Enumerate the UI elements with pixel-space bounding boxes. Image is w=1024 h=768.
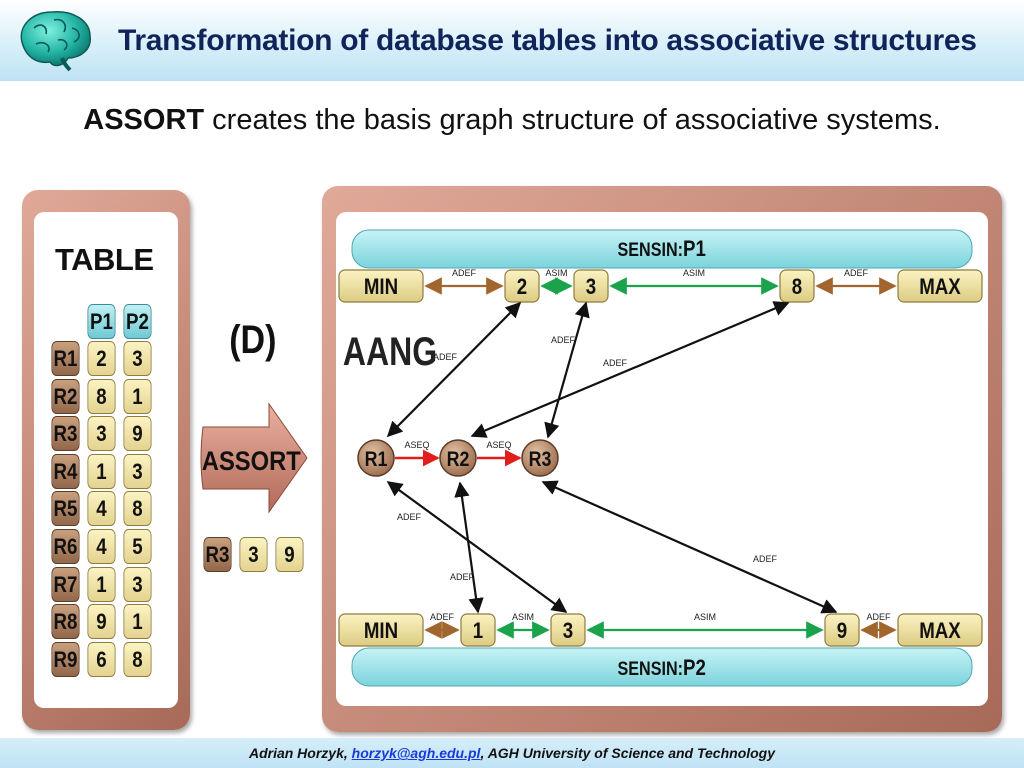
table-cell: 2 bbox=[87, 341, 116, 376]
max-node bbox=[897, 613, 983, 647]
sensin-p1-bar bbox=[351, 229, 973, 269]
footer-credit: Adrian Horzyk, horzyk@agh.edu.pl, AGH Un… bbox=[0, 745, 1024, 761]
link-label: ADEF bbox=[397, 512, 422, 522]
footer-affiliation: , AGH University of Science and Technolo… bbox=[480, 745, 776, 761]
table-cell: 8 bbox=[123, 491, 152, 527]
page-title: Transformation of database tables into a… bbox=[118, 24, 977, 57]
assort-arrow bbox=[200, 402, 308, 514]
value-node bbox=[460, 613, 496, 647]
assort-area: (D) ASSORT bbox=[200, 316, 308, 514]
row-id-cell: R9 bbox=[51, 641, 80, 677]
sensin-p1-title: SENSIN:P1 bbox=[618, 238, 706, 262]
link-label: ADEF bbox=[866, 612, 891, 622]
row-id-cell: R7 bbox=[51, 566, 80, 602]
brain-icon bbox=[20, 11, 91, 72]
value-node bbox=[550, 613, 586, 647]
link-adef-cross bbox=[454, 481, 484, 614]
link-label: ASEQ bbox=[404, 440, 429, 450]
table-cell: 3 bbox=[123, 566, 152, 602]
link-label: ADEF bbox=[551, 335, 576, 345]
row-id-cell: R5 bbox=[51, 491, 80, 527]
link-label: ASIM bbox=[512, 612, 534, 622]
record-value-cell: 9 bbox=[275, 537, 304, 572]
node-label: MAX bbox=[919, 276, 961, 300]
row-id-cell: R4 bbox=[51, 453, 80, 489]
table-cell: 9 bbox=[123, 416, 152, 452]
footer-author: Adrian Horzyk, bbox=[248, 745, 352, 761]
node-label: 1 bbox=[473, 620, 483, 644]
table-label: TABLE bbox=[55, 242, 154, 277]
assort-label: ASSORT bbox=[202, 447, 301, 477]
record-node-label: R2 bbox=[447, 448, 470, 472]
value-node bbox=[779, 269, 815, 303]
link-label: ASEQ bbox=[486, 440, 511, 450]
min-node bbox=[338, 613, 424, 647]
table-cell: 1 bbox=[87, 566, 116, 602]
subtitle: ASSORT creates the basis graph structure… bbox=[0, 104, 1024, 137]
header-bar bbox=[0, 0, 1024, 81]
value-node bbox=[824, 613, 860, 647]
record-node-label: R1 bbox=[365, 448, 388, 472]
table-cell: 9 bbox=[87, 604, 116, 640]
row-id-cell: R8 bbox=[51, 604, 80, 640]
table-cell: 1 bbox=[123, 378, 152, 414]
table-cell: 4 bbox=[87, 491, 116, 527]
node-label: 8 bbox=[792, 276, 802, 300]
record-value-cell: 3 bbox=[239, 537, 268, 572]
min-node bbox=[338, 269, 424, 303]
step-label: (D) bbox=[229, 316, 276, 361]
record-node bbox=[521, 439, 559, 477]
row-id-cell: R6 bbox=[51, 529, 80, 564]
link-label: ADEF bbox=[603, 358, 628, 368]
row-id-cell: R1 bbox=[51, 341, 80, 376]
node-label: MAX bbox=[919, 620, 961, 644]
link-label: ADEF bbox=[452, 268, 477, 278]
link-label: ADEF bbox=[450, 572, 475, 582]
link-adef-cross bbox=[386, 481, 568, 613]
table-cell: 3 bbox=[123, 341, 152, 376]
column-header: P2 bbox=[123, 304, 152, 339]
link-label: ADEF bbox=[433, 352, 458, 362]
table-cell: 3 bbox=[87, 416, 116, 452]
link-label: ADEF bbox=[844, 268, 869, 278]
link-adef-cross bbox=[544, 301, 590, 439]
node-label: 2 bbox=[517, 276, 527, 300]
row-id-cell: R2 bbox=[51, 378, 80, 414]
sensin-p2-title: SENSIN:P2 bbox=[618, 657, 706, 681]
max-node bbox=[897, 269, 983, 303]
table-cell: 5 bbox=[123, 529, 152, 564]
node-label: 9 bbox=[837, 620, 847, 644]
link-label: ASIM bbox=[694, 612, 716, 622]
footer-email-link[interactable]: horzyk@agh.edu.pl bbox=[351, 745, 481, 761]
table-cell: 1 bbox=[87, 453, 116, 489]
sensin-p2-bar bbox=[351, 647, 973, 687]
table-cell: 8 bbox=[123, 641, 152, 677]
node-label: MIN bbox=[364, 276, 398, 300]
record-node bbox=[439, 439, 477, 477]
link-label: ADEF bbox=[430, 612, 455, 622]
record-node-label: R3 bbox=[529, 448, 552, 472]
table-cell: 3 bbox=[123, 453, 152, 489]
table-cell: 8 bbox=[87, 378, 116, 414]
link-label: ASIM bbox=[545, 268, 567, 278]
subtitle-keyword: ASSORT bbox=[83, 104, 205, 136]
node-label: 3 bbox=[586, 276, 596, 300]
link-label: ASIM bbox=[683, 268, 705, 278]
link-adef-cross bbox=[541, 480, 838, 614]
record-node bbox=[357, 439, 395, 477]
table-cell: 4 bbox=[87, 529, 116, 564]
table-cell: 6 bbox=[87, 641, 116, 677]
footer-bar: Adrian Horzyk, horzyk@agh.edu.pl, AGH Un… bbox=[0, 738, 1024, 768]
node-label: 3 bbox=[563, 620, 573, 644]
aang-title: AANG bbox=[343, 329, 437, 374]
node-label: MIN bbox=[364, 620, 398, 644]
row-id-cell: R3 bbox=[51, 416, 80, 452]
link-adef-cross bbox=[470, 301, 790, 438]
table-cell: 1 bbox=[123, 604, 152, 640]
subtitle-text: creates the basis graph structure of ass… bbox=[204, 104, 941, 136]
record-id-cell: R3 bbox=[203, 537, 232, 572]
column-header: P1 bbox=[87, 304, 116, 339]
link-label: ADEF bbox=[753, 554, 778, 564]
